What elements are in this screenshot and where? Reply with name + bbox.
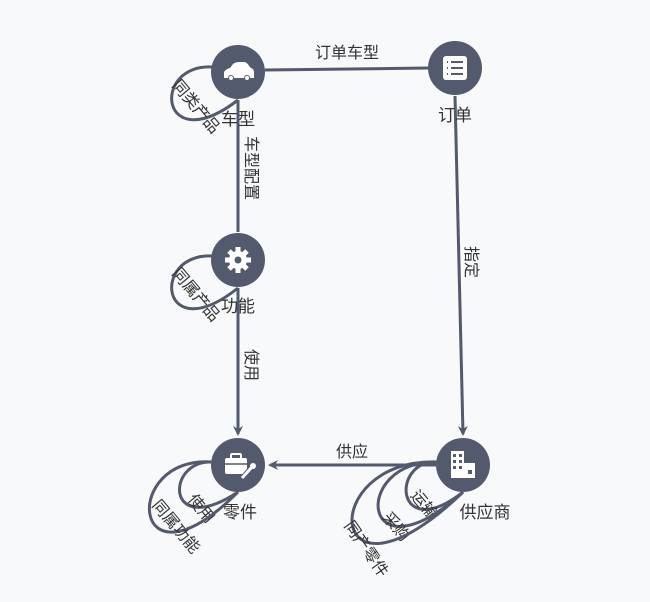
node-label-car-model: 车型 (221, 110, 255, 130)
loop-part-use (178, 460, 239, 509)
node-part[interactable]: 零件 (211, 438, 265, 523)
building-icon (451, 451, 475, 478)
edge-label-supply: 供应 (336, 442, 368, 461)
edge-assign (453, 95, 468, 436)
loop-same-class-product (170, 65, 239, 122)
loop-same-belong-product (170, 254, 239, 311)
edge-label-transport: 运输 (407, 486, 442, 523)
node-order[interactable]: 订单 (428, 41, 482, 126)
list-document-icon (443, 56, 467, 80)
node-function[interactable]: 功能 (211, 233, 265, 317)
node-label-supplier: 供应商 (460, 503, 511, 523)
loop-transport (404, 460, 464, 511)
toolbox-wrench-icon (225, 453, 256, 480)
edge-label-order-car-model: 订单车型 (315, 43, 379, 62)
loop-purchase (376, 460, 465, 528)
node-supplier[interactable]: 供应商 (436, 438, 511, 523)
node-label-order: 订单 (438, 106, 472, 126)
node-label-function: 功能 (221, 297, 255, 317)
car-icon (224, 62, 254, 81)
node-label-part: 零件 (223, 503, 257, 523)
gear-icon (225, 247, 251, 273)
loop-same-belong-function (147, 460, 240, 534)
edge-label-assign: 指定 (462, 246, 481, 278)
edge-label-use: 使用 (242, 349, 261, 381)
edge-label-car-model-config: 车型配置 (242, 136, 261, 200)
loop-same-produce-part (350, 460, 465, 545)
node-car-model[interactable]: 车型 (211, 45, 265, 130)
edge-order-car-model (264, 66, 429, 72)
